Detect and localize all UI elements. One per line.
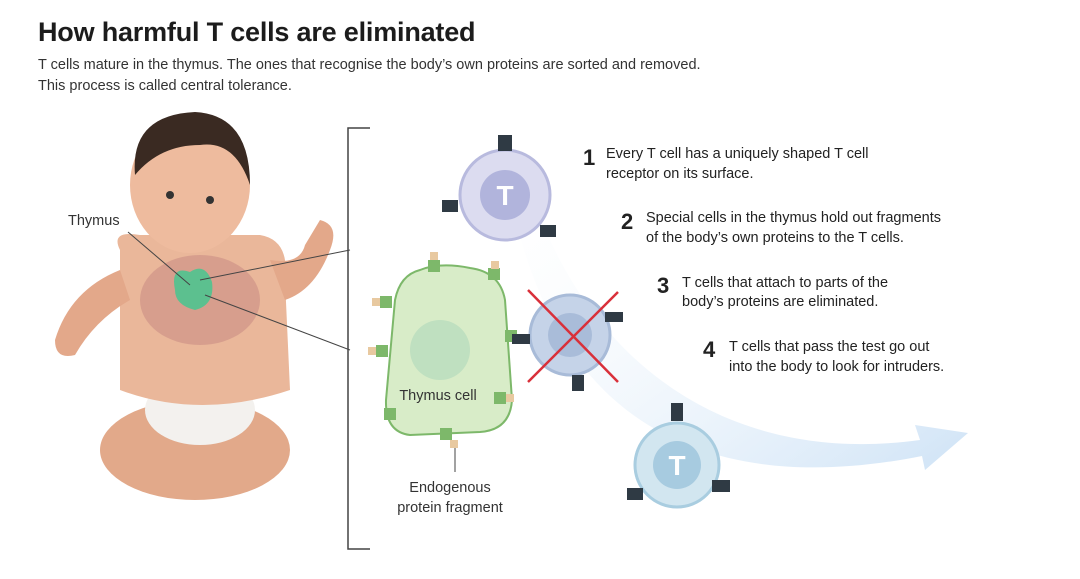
svg-text:Every T cell has a uniquely sh: Every T cell has a uniquely shaped T cel… [606, 146, 869, 162]
zoom-bracket [347, 127, 370, 550]
step-4: 4 T cells that pass the test go out into… [703, 337, 944, 375]
thymus-label: Thymus [68, 213, 120, 229]
step-3: 3 T cells that attach to parts of the bo… [657, 273, 888, 310]
t-letter-3: T [668, 450, 685, 481]
step-1: 1 Every T cell has a uniquely shaped T c… [583, 145, 869, 182]
svg-text:3: 3 [657, 273, 669, 298]
step-2: 2 Special cells in the thymus hold out f… [621, 209, 941, 246]
svg-text:T cells that pass the test go: T cells that pass the test go out [729, 339, 929, 355]
svg-text:4: 4 [703, 337, 716, 362]
t-cell-passed: T [627, 403, 730, 509]
svg-text:receptor on its surface.: receptor on its surface. [606, 166, 754, 182]
subtitle-line-1: T cells mature in the thymus. The ones t… [38, 57, 701, 73]
t-cell-1: T [442, 135, 556, 242]
thymus-cell [368, 252, 517, 448]
t-letter-1: T [496, 180, 513, 211]
progress-arrow [505, 150, 968, 470]
svg-text:1: 1 [583, 145, 595, 170]
fragment-label-1: Endogenous [409, 480, 490, 496]
svg-text:of the body’s own proteins to: of the body’s own proteins to the T cell… [646, 230, 904, 246]
fragment-label-2: protein fragment [397, 500, 503, 516]
page-title: How harmful T cells are eliminated [38, 17, 476, 47]
svg-text:body’s proteins are eliminated: body’s proteins are eliminated. [682, 294, 878, 310]
svg-text:into the body to look for intr: into the body to look for intruders. [729, 359, 944, 375]
svg-text:T cells that attach to parts o: T cells that attach to parts of the [682, 275, 888, 291]
svg-text:2: 2 [621, 209, 633, 234]
t-cell-eliminated [512, 289, 623, 391]
svg-text:Special cells in the thymus ho: Special cells in the thymus hold out fra… [646, 210, 941, 226]
subtitle-line-2: This process is called central tolerance… [38, 78, 292, 94]
baby-illustration [55, 112, 334, 500]
thymus-cell-label: Thymus cell [399, 388, 476, 404]
